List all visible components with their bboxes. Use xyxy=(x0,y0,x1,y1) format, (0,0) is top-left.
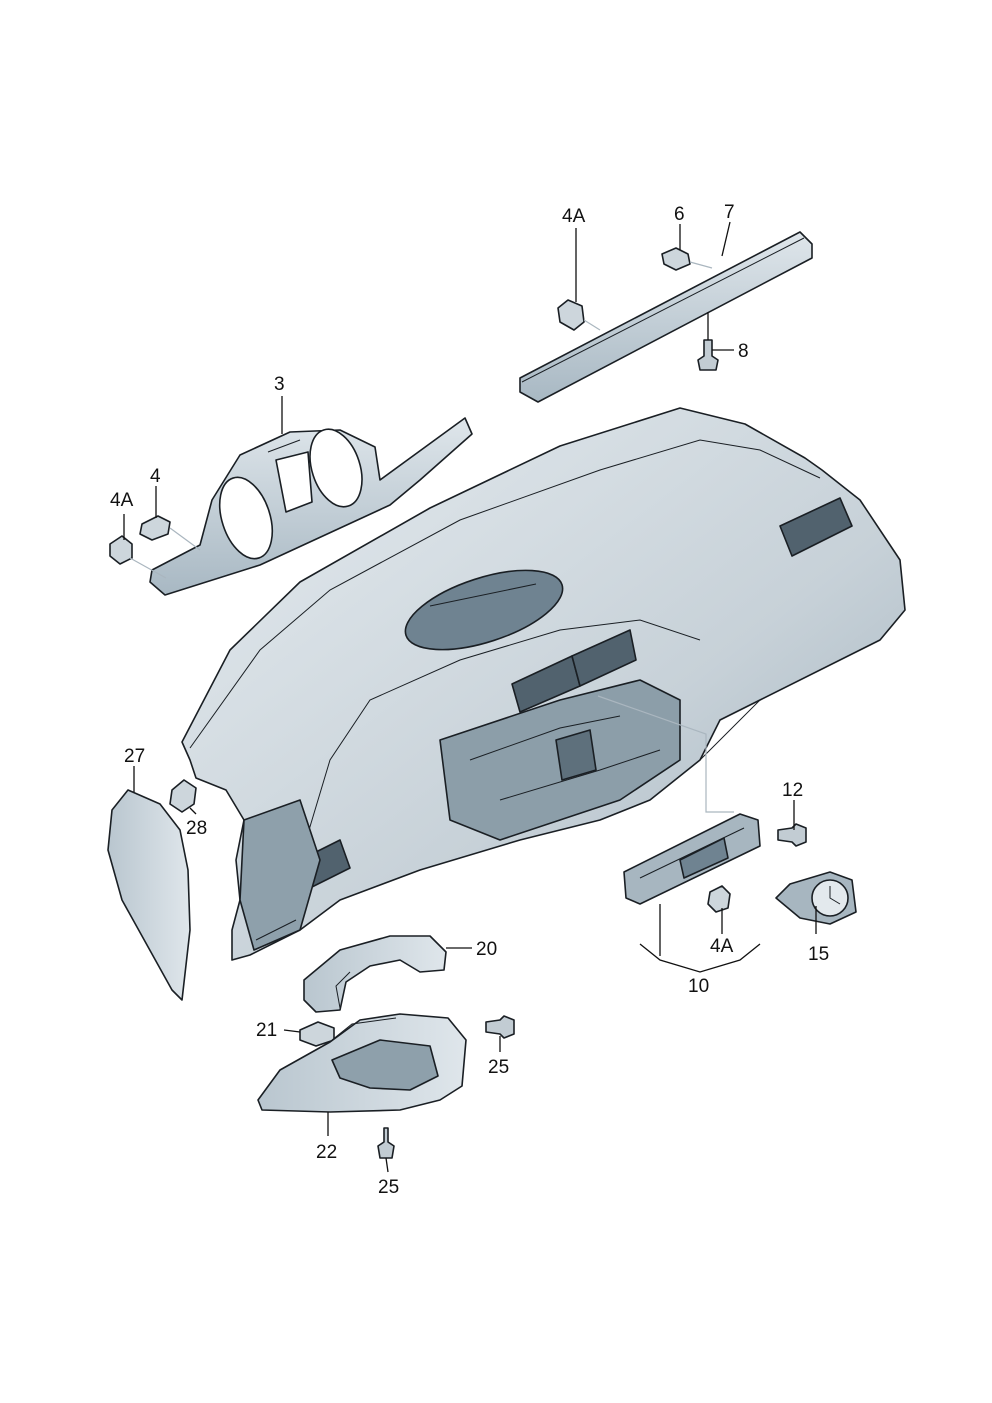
part-20-column-cover-upper xyxy=(303,935,447,1013)
part-8-screw xyxy=(697,339,719,371)
dashed-connector xyxy=(597,695,734,813)
callout-3: 3 xyxy=(274,374,285,395)
callout-25-right: 25 xyxy=(488,1057,509,1078)
callout-22: 22 xyxy=(316,1142,337,1163)
callout-21: 21 xyxy=(256,1020,277,1041)
callout-4: 4 xyxy=(150,466,161,487)
callout-12: 12 xyxy=(782,780,803,801)
callout-25-bottom: 25 xyxy=(378,1177,399,1198)
part-12-screw xyxy=(777,823,807,847)
callout-20: 20 xyxy=(476,939,497,960)
callout-7: 7 xyxy=(724,202,735,223)
part-10-bracket xyxy=(623,813,761,905)
callout-6: 6 xyxy=(674,204,685,225)
callout-28: 28 xyxy=(186,818,207,839)
callout-4a-left: 4A xyxy=(110,490,134,511)
callout-10: 10 xyxy=(688,976,709,997)
part-6-clip xyxy=(661,247,691,271)
part-25-screw-right xyxy=(485,1015,515,1039)
light-leaders xyxy=(129,261,713,579)
part-3-instrument-cluster-trim xyxy=(149,417,473,596)
callout-4a-top: 4A xyxy=(562,206,586,227)
part-27-side-panel xyxy=(107,789,191,1001)
part-4a-clip-left xyxy=(109,535,133,565)
part-25-screw-bottom xyxy=(377,1127,395,1159)
part-4a-clip-top xyxy=(557,299,585,331)
dashboard-body xyxy=(181,407,906,961)
part-4a-clip-bottom xyxy=(707,885,731,913)
part-4-clip xyxy=(139,515,171,541)
callout-labels: 3 4 4A 4A 6 7 8 12 15 4A 10 20 21 22 25 … xyxy=(110,202,829,1198)
part-7-trim-strip xyxy=(519,231,813,403)
part-15-clock xyxy=(775,871,857,925)
callout-8: 8 xyxy=(738,341,749,362)
part-28-clip xyxy=(169,779,197,813)
part-22-column-cover-lower xyxy=(257,1013,467,1113)
callout-27: 27 xyxy=(124,746,145,767)
callout-15: 15 xyxy=(808,944,829,965)
leader-lines xyxy=(123,221,817,1173)
callout-4a-bottom: 4A xyxy=(710,936,734,957)
